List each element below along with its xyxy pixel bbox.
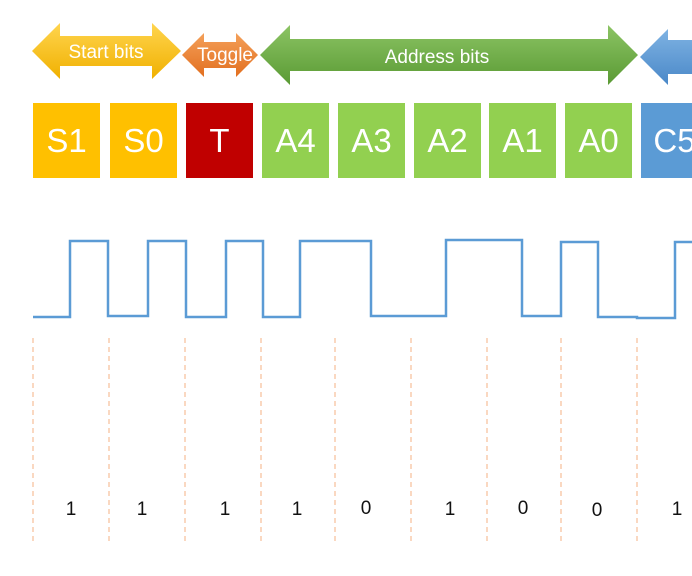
bit-boxes: S1 S0 T A4 A3 A2 A1 A0 C5 <box>33 103 692 178</box>
box-s0 <box>110 103 177 178</box>
box-a2-label: A2 <box>427 122 467 159</box>
box-a3 <box>338 103 405 178</box>
box-a4 <box>262 103 329 178</box>
bit-value: 0 <box>592 500 603 521</box>
box-s1 <box>33 103 100 178</box>
bit-value: 1 <box>445 499 456 520</box>
range-arrows: Start bits Toggle Address bits <box>32 23 692 85</box>
start-bits-arrow <box>32 23 181 79</box>
bit-value: 1 <box>220 499 231 520</box>
box-s0-label: S0 <box>123 122 163 159</box>
bit-value: 1 <box>66 499 77 520</box>
address-bits-label: Address bits <box>385 47 490 68</box>
bit-values: 1 1 1 1 0 1 0 0 1 <box>66 498 683 521</box>
command-bits-arrow <box>640 29 692 85</box>
bit-dividers <box>32 338 638 545</box>
box-a0 <box>565 103 632 178</box>
box-a0-label: A0 <box>578 122 618 159</box>
start-bits-label: Start bits <box>69 42 144 63</box>
box-a1 <box>489 103 556 178</box>
bit-value: 0 <box>361 498 372 519</box>
box-a4-label: A4 <box>275 122 315 159</box>
box-c5-label: C5 <box>653 122 692 159</box>
toggle-arrow <box>182 33 258 77</box>
bit-value: 0 <box>518 498 529 519</box>
box-s1-label: S1 <box>46 122 86 159</box>
signal-waveform <box>33 238 692 320</box>
box-t <box>186 103 253 178</box>
bit-value: 1 <box>292 499 303 520</box>
bit-value: 1 <box>672 499 683 520</box>
box-a2 <box>414 103 481 178</box>
box-a3-label: A3 <box>351 122 391 159</box>
toggle-label: Toggle <box>197 45 253 66</box>
box-a1-label: A1 <box>502 122 542 159</box>
address-bits-arrow <box>260 25 638 85</box>
box-t-label: T <box>209 122 229 159</box>
box-c5 <box>641 103 692 178</box>
bit-value: 1 <box>137 499 148 520</box>
